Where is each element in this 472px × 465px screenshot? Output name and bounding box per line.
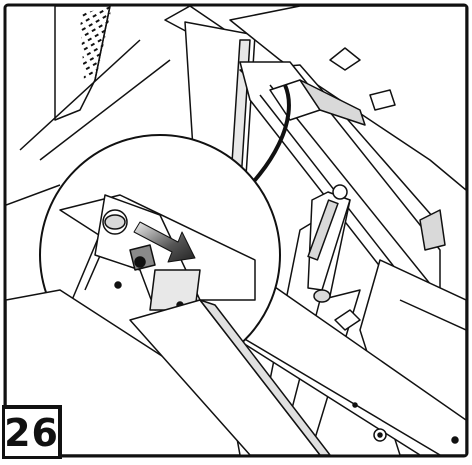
cabinet-body <box>6 6 171 206</box>
gas-spring <box>307 184 351 303</box>
mounting-blocks <box>269 47 446 331</box>
lower-beam <box>129 299 321 455</box>
step-number: 26 <box>4 410 59 455</box>
step-badge: 26 <box>2 405 62 459</box>
arrow-icon <box>133 221 196 263</box>
